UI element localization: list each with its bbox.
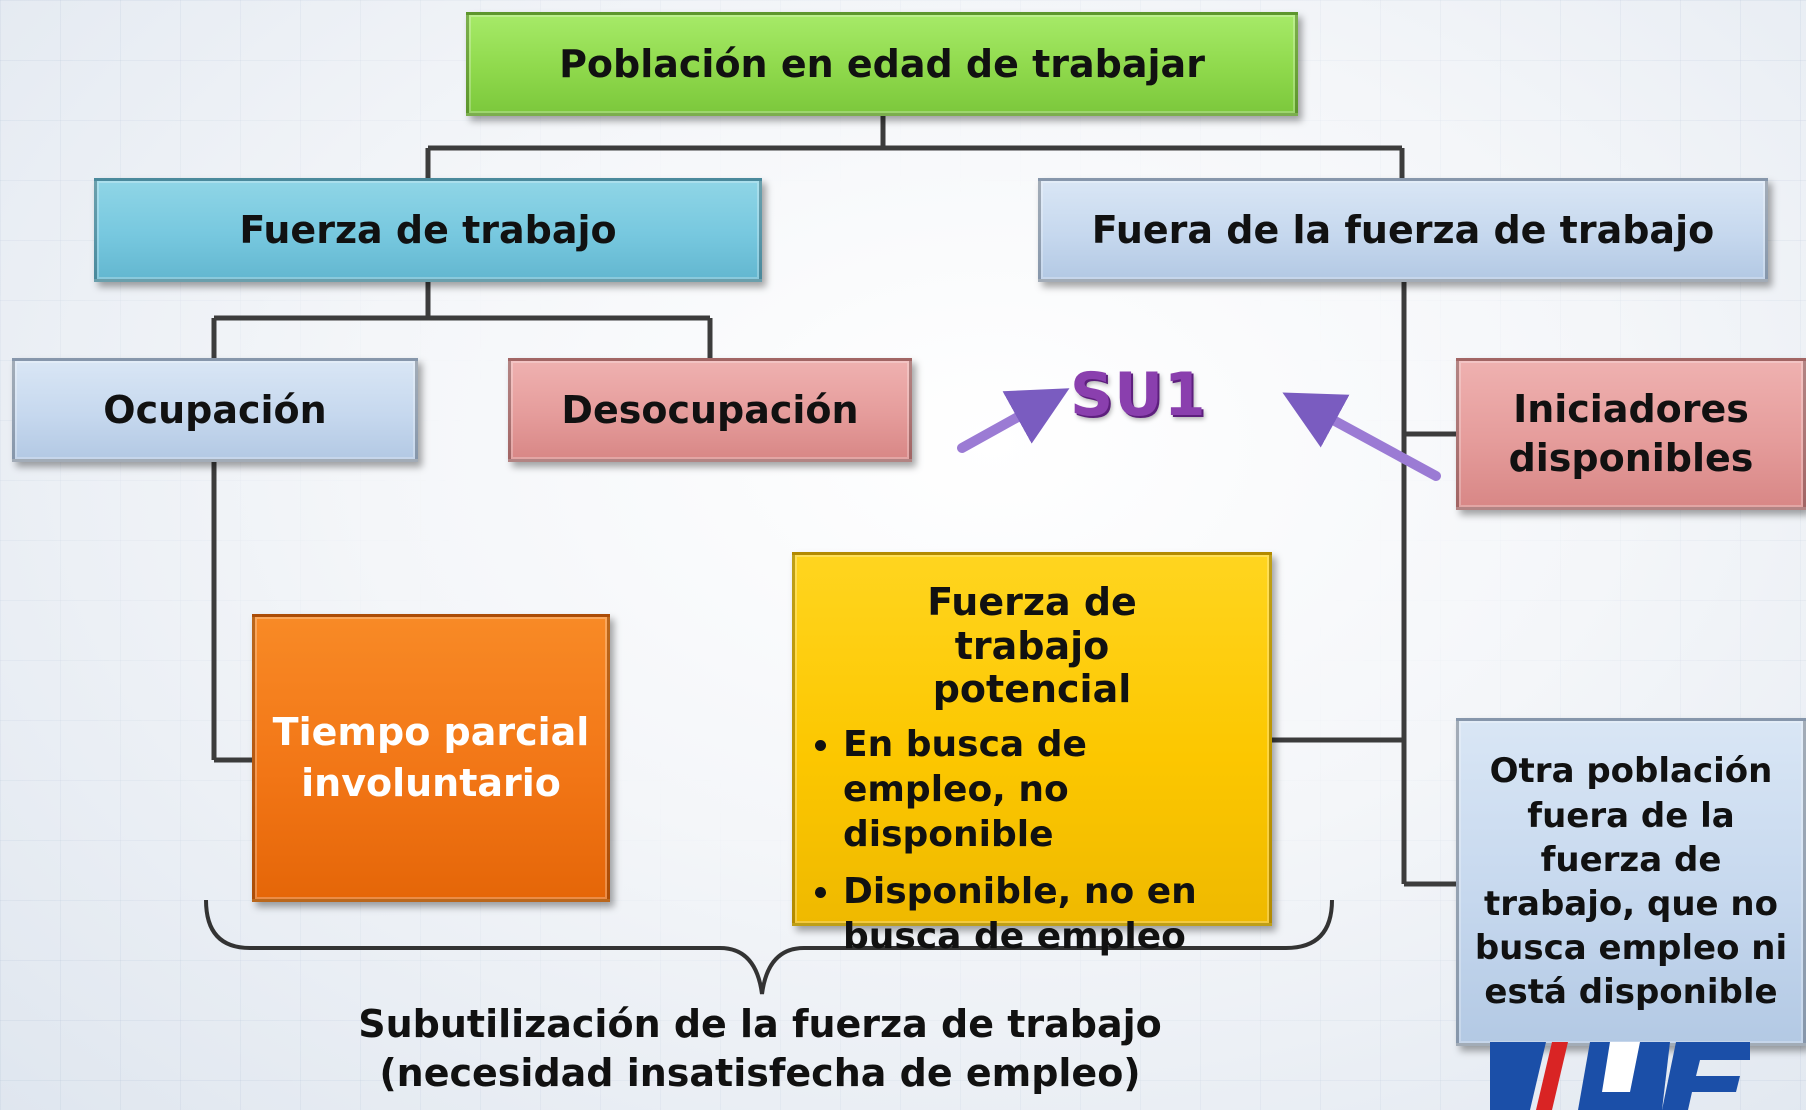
box-ocupacion: Ocupación	[12, 358, 418, 462]
fuera-label: Fuera de la fuerza de trabajo	[1091, 208, 1715, 252]
arrow-desocupacion-to-su1	[957, 388, 1070, 453]
underutilization-brace	[204, 899, 1334, 995]
arrow-iniciadores-to-su1	[1282, 392, 1441, 481]
box-tiempo-parcial-involuntario: Tiempo parcial involuntario	[252, 614, 610, 902]
box-fuera-fuerza-trabajo: Fuera de la fuerza de trabajo	[1038, 178, 1768, 282]
caption-line-2: (necesidad insatisfecha de empleo)	[379, 1051, 1141, 1096]
desocupacion-label: Desocupación	[561, 388, 859, 432]
ocupacion-label: Ocupación	[103, 388, 327, 432]
poblacion-label: Población en edad de trabajar	[559, 42, 1205, 86]
su1-label: SU1	[1070, 360, 1207, 430]
potencial-title: Fuerza de trabajo potencial	[927, 580, 1137, 712]
box-fuerza-trabajo-potencial: Fuerza de trabajo potencial En busca de …	[792, 552, 1272, 957]
potencial-bullet-1: En busca de empleo, no disponible	[843, 722, 1249, 857]
iniciadores-label: Iniciadores disponibles	[1508, 386, 1754, 480]
potencial-bullets: En busca de empleo, no disponible Dispon…	[815, 722, 1249, 971]
tiempo-parcial-label: Tiempo parcial involuntario	[272, 709, 590, 805]
box-iniciadores-disponibles: Iniciadores disponibles	[1456, 358, 1806, 510]
institution-logo	[1490, 1042, 1750, 1110]
otra-label: Otra población fuera de la fuerza de tra…	[1474, 751, 1788, 1013]
potencial-bullet-2: Disponible, no en busca de empleo	[843, 869, 1249, 959]
box-fuerza-de-trabajo: Fuerza de trabajo	[94, 178, 762, 282]
box-desocupacion: Desocupación	[508, 358, 912, 462]
caption-line-1: Subutilización de la fuerza de trabajo	[358, 1002, 1162, 1046]
underutilization-caption: Subutilización de la fuerza de trabajo (…	[280, 1000, 1240, 1099]
box-otra-poblacion: Otra población fuera de la fuerza de tra…	[1456, 718, 1806, 1046]
fuerza-label: Fuerza de trabajo	[239, 208, 617, 252]
box-poblacion-edad-trabajar: Población en edad de trabajar	[466, 12, 1298, 116]
